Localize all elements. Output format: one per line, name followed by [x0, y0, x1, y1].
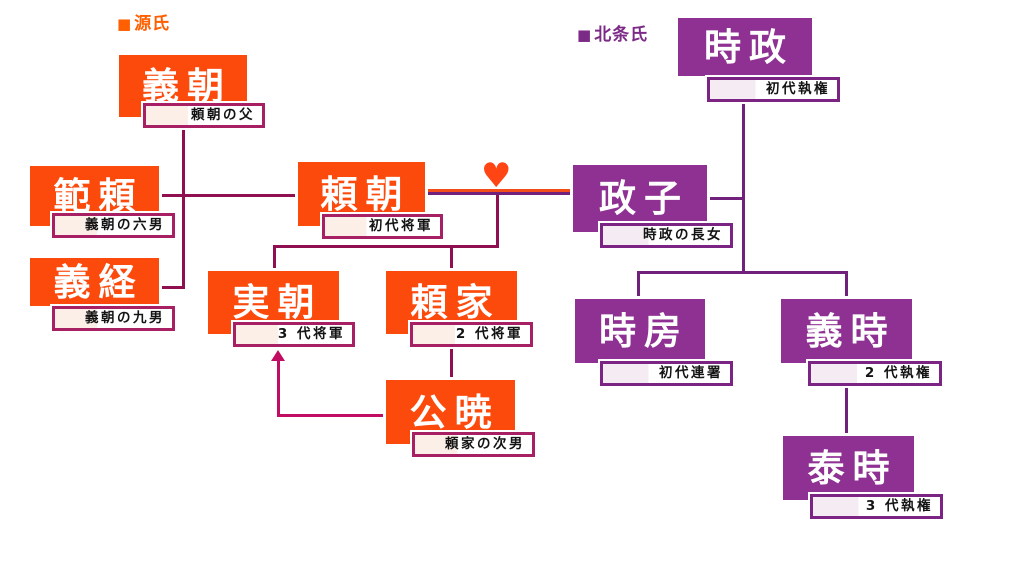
person-name: 公暁: [409, 390, 500, 434]
heart-icon: ♥: [481, 156, 512, 196]
person-box-yoshitoki: 義時: [778, 296, 915, 366]
person-note-yoritomo: 初代将軍: [322, 214, 443, 239]
person-note-text: 時政の長女: [643, 226, 723, 243]
person-note-yoshitoki: 2 代執権: [808, 361, 942, 386]
person-note-yasutoki: 3 代執権: [810, 494, 943, 519]
person-note-text: 頼朝の父: [191, 106, 255, 123]
person-name: 頼朝: [320, 172, 411, 216]
person-name: 頼家: [410, 281, 501, 324]
clan-label-text: 源氏: [134, 14, 171, 34]
person-note-text: 義朝の九男: [85, 309, 165, 326]
person-box-noriyori: 範頼: [27, 163, 162, 229]
connector-masako-tokimasa: [710, 197, 745, 200]
connector-tokimasa-children: [742, 102, 745, 273]
person-name: 実朝: [232, 281, 323, 324]
assassination-arrow-shaft-vertical: [277, 360, 280, 417]
person-name: 義経: [53, 260, 144, 304]
genji-clan-label: ■源氏: [117, 9, 170, 34]
person-name: 範頼: [53, 174, 144, 218]
connector-noriyori-yoritomo: [162, 194, 295, 197]
clan-marker-icon: ■: [577, 26, 593, 44]
person-note-text: 初代将軍: [369, 217, 433, 234]
connector-marriage-children: [496, 195, 499, 248]
person-box-yasutoki: 泰時: [780, 433, 917, 503]
clan-label-text: 北条氏: [594, 25, 649, 45]
connector-yoshitomo-children: [182, 128, 185, 289]
person-note-tokimasa: 初代執権: [707, 77, 840, 102]
connector-children-bar-hojo: [637, 271, 848, 274]
person-note-kugyo: 頼家の次男: [412, 432, 535, 457]
person-note-text: 2 代将軍: [455, 325, 523, 342]
person-note-yoshitsune: 義朝の九男: [52, 306, 175, 331]
person-name: 泰時: [807, 446, 898, 490]
connector-yoriie-kugyo: [450, 347, 453, 377]
person-note-tokifusa: 初代連署: [600, 361, 733, 386]
person-note-text: 3 代執権: [865, 497, 933, 514]
connector-to-tokifusa: [637, 271, 640, 296]
person-note-text: 2 代執権: [864, 364, 932, 381]
connector-yoshitsune: [162, 286, 185, 289]
connector-to-sanetomo: [273, 245, 276, 268]
person-name: 時政: [704, 25, 794, 69]
person-note-yoriie: 2 代将軍: [410, 322, 533, 347]
person-note-masako: 時政の長女: [600, 223, 733, 248]
hojo-clan-label: ■北条氏: [577, 20, 648, 45]
person-box-kugyo: 公暁: [383, 377, 518, 447]
person-name: 義朝: [142, 64, 232, 108]
assassination-arrow-head-icon: [271, 350, 285, 361]
person-note-text: 頼家の次男: [445, 435, 525, 452]
person-box-yoshitsune: 義経: [27, 255, 162, 309]
person-note-sanetomo: 3 代将軍: [233, 322, 355, 347]
person-note-yoshitomo: 頼朝の父: [143, 103, 265, 128]
connector-to-yoriie: [450, 245, 453, 268]
person-box-tokifusa: 時房: [572, 296, 708, 366]
clan-marker-icon: ■: [117, 15, 133, 33]
person-note-text: 初代連署: [659, 364, 723, 381]
person-note-text: 初代執権: [766, 80, 830, 97]
person-note-text: 3 代将軍: [277, 325, 345, 342]
person-name: 義時: [805, 309, 896, 353]
connector-yoshitoki-yasutoki: [845, 386, 848, 433]
person-note-noriyori: 義朝の六男: [52, 213, 175, 238]
person-note-text: 義朝の六男: [85, 216, 165, 233]
assassination-arrow-shaft-horizontal: [279, 414, 383, 417]
person-name: 時房: [599, 309, 689, 353]
connector-children-bar-genji: [273, 245, 498, 248]
person-name: 政子: [599, 177, 689, 220]
marriage-line-yoritomo-masako: [428, 189, 570, 195]
person-box-tokimasa: 時政: [675, 15, 815, 79]
connector-to-yoshitoki: [845, 271, 848, 296]
